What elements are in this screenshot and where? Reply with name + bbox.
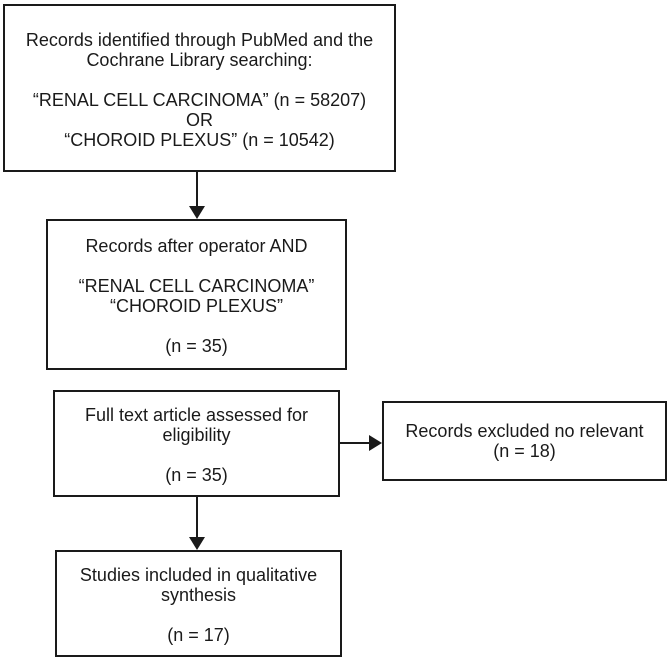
arrow-down-icon (189, 206, 205, 219)
blank-line (55, 445, 338, 465)
node-text-line: Records identified through PubMed and th… (25, 30, 374, 50)
blank-line (48, 316, 345, 336)
node-fulltext-assessed: Full text article assessed for eligibili… (53, 390, 340, 497)
node-text-line: (n = 35) (165, 336, 228, 356)
blank-line (57, 605, 340, 625)
node-text-line: eligibility (162, 425, 231, 445)
node-text-line: Records excluded no relevant (405, 421, 644, 441)
arrow-down-icon (189, 537, 205, 550)
node-text-line: Studies included in qualitative (79, 565, 318, 585)
node-text-line: (n = 17) (167, 625, 230, 645)
arrow-identification-to-and-line (196, 172, 198, 206)
node-text-line: “RENAL CELL CARCINOMA” (n = 58207) (32, 90, 367, 110)
blank-line (5, 70, 394, 90)
arrow-eligibility-to-excluded-line (340, 442, 369, 444)
node-text-line: (n = 35) (165, 465, 228, 485)
blank-line (48, 256, 345, 276)
arrow-right-icon (369, 435, 382, 451)
node-text-line: Full text article assessed for (84, 405, 309, 425)
node-records-excluded: Records excluded no relevant (n = 18) (382, 401, 667, 481)
node-text-line: synthesis (160, 585, 237, 605)
node-text-line: “CHOROID PLEXUS” (109, 296, 284, 316)
node-text-line: (n = 18) (493, 441, 556, 461)
arrow-eligibility-to-included-line (196, 497, 198, 537)
node-text-line: “CHOROID PLEXUS” (n = 10542) (64, 130, 335, 150)
node-text-line: Cochrane Library searching: (86, 50, 313, 70)
node-text-line: “RENAL CELL CARCINOMA” (78, 276, 315, 296)
node-records-after-and: Records after operator AND “RENAL CELL C… (46, 219, 347, 370)
node-text-line: Records after operator AND (85, 236, 308, 256)
node-text-line: OR (186, 110, 213, 130)
node-studies-included: Studies included in qualitative synthesi… (55, 550, 342, 657)
node-records-identified: Records identified through PubMed and th… (3, 4, 396, 172)
